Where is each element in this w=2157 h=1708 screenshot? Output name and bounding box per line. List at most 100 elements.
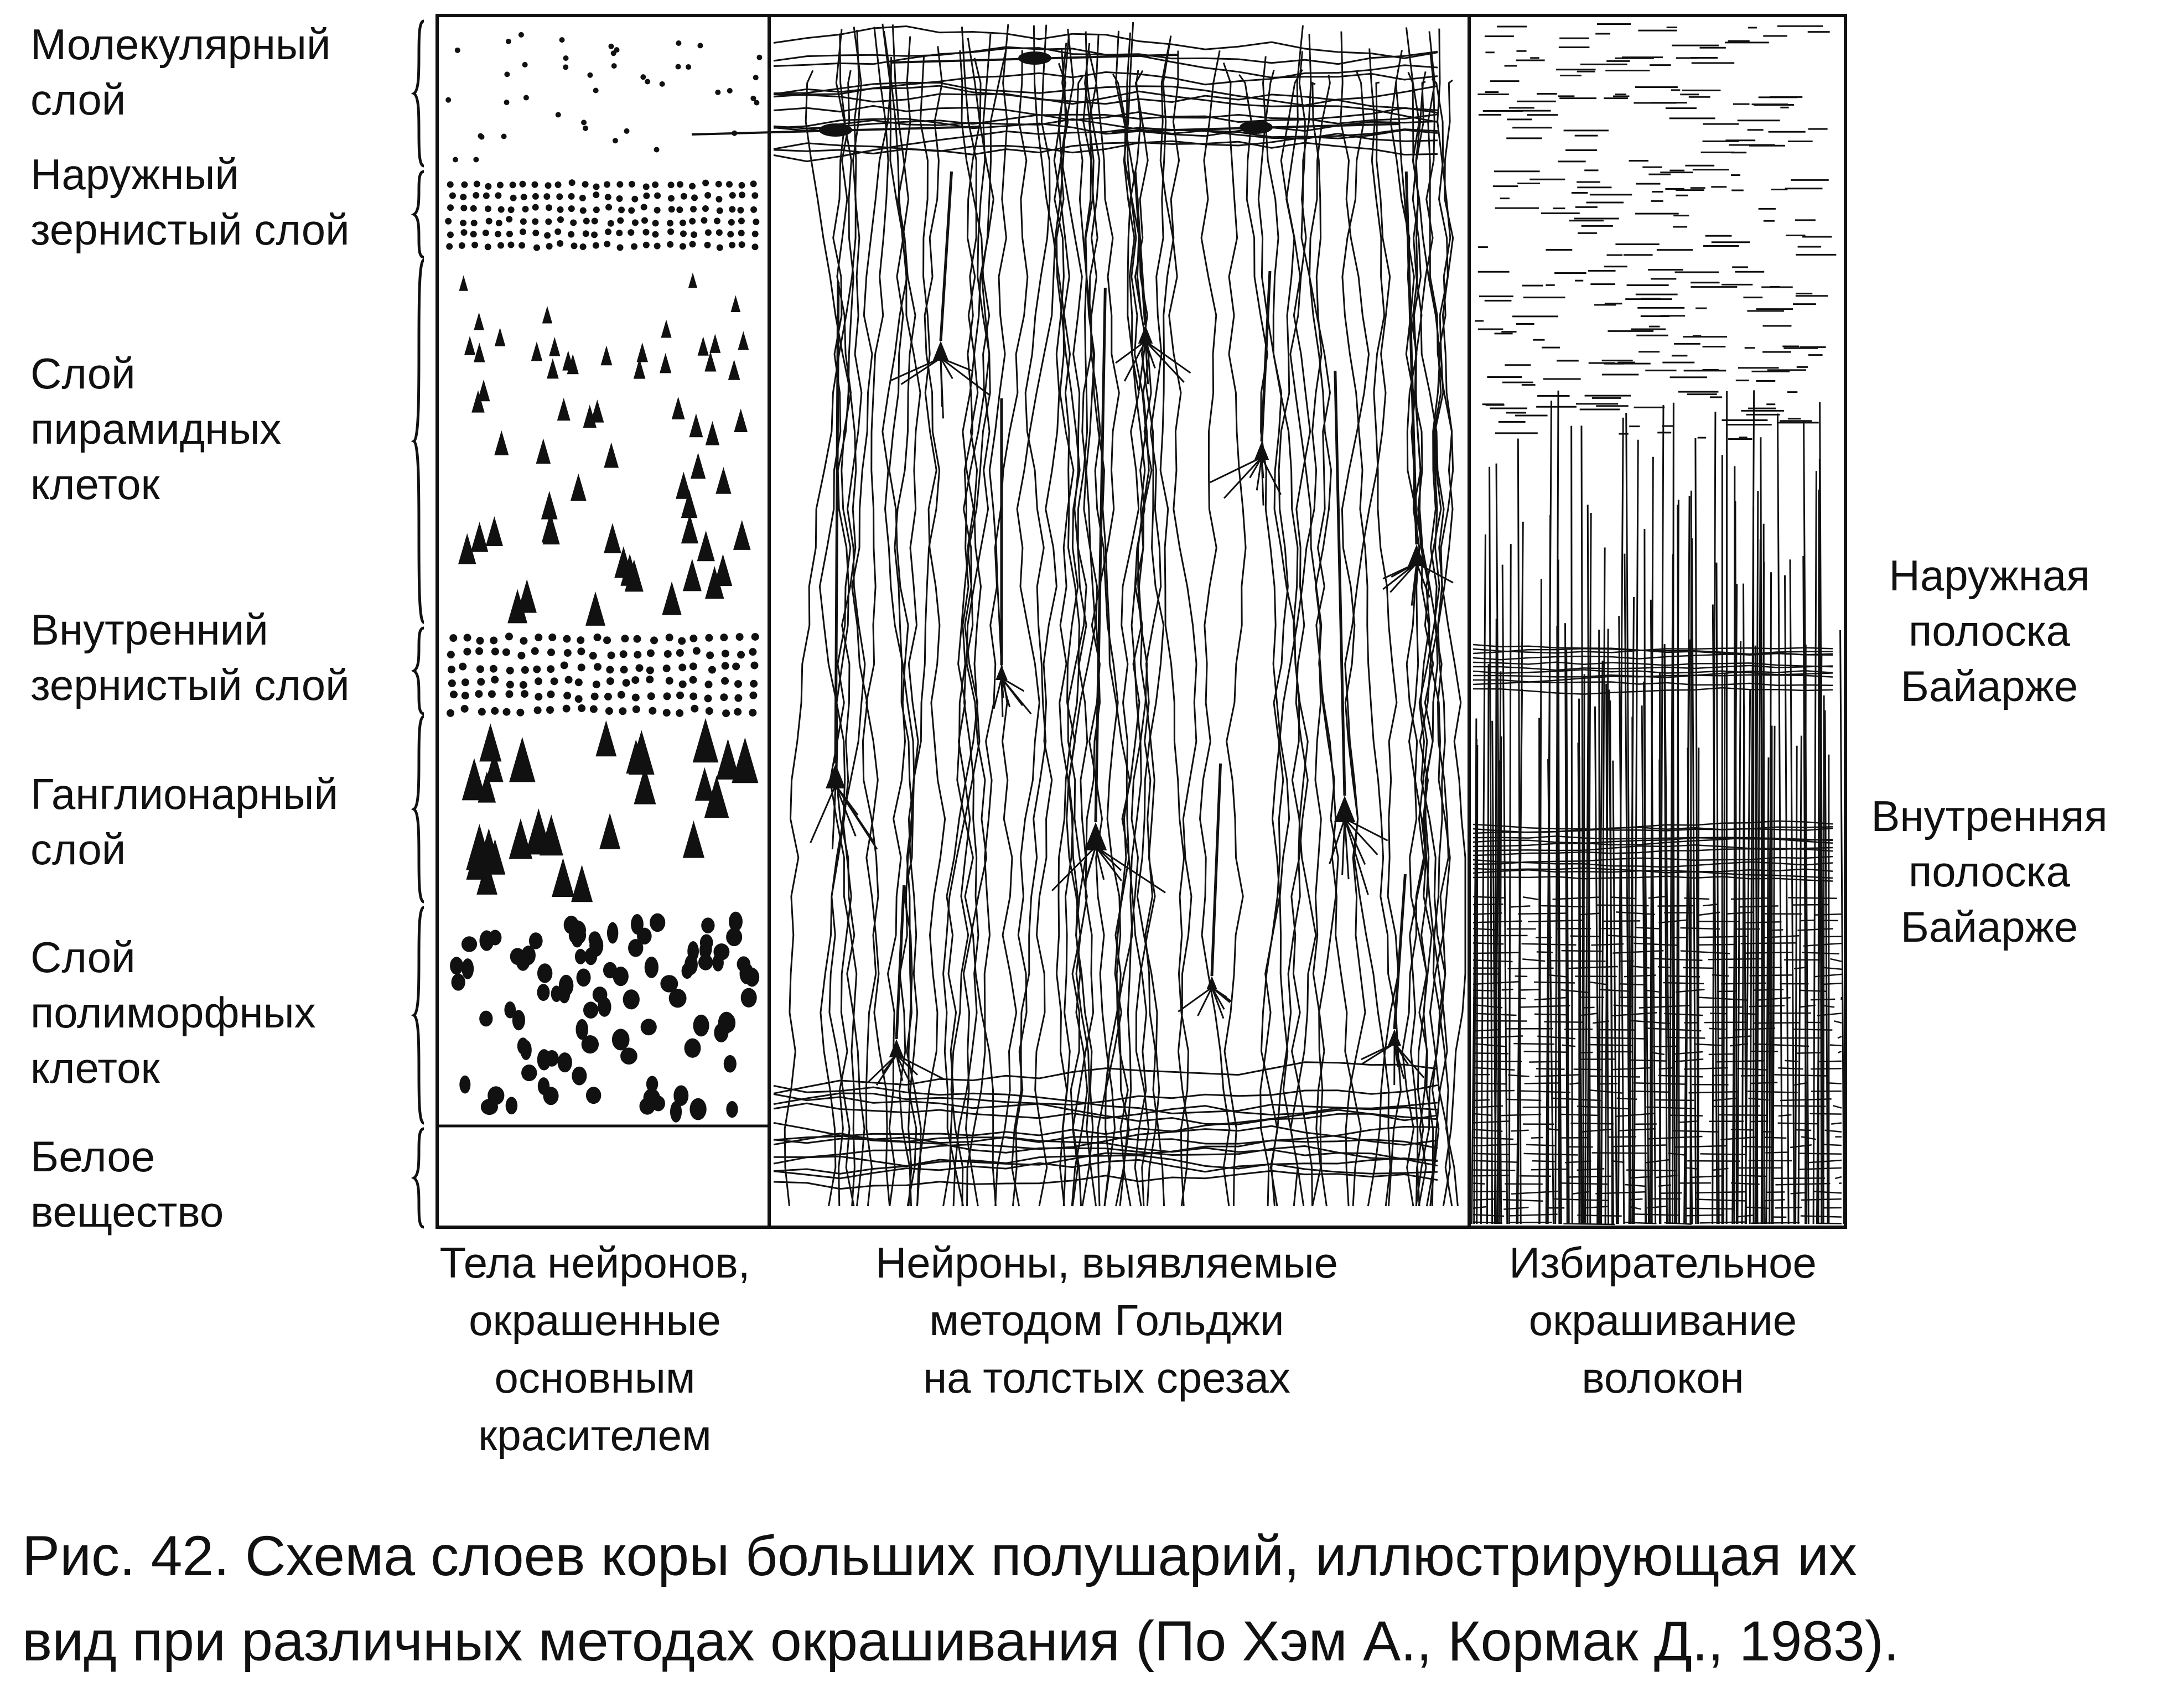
fiber-deep-network [1736, 1067, 1768, 1071]
fiber-deep-network [1472, 1129, 1503, 1132]
golgi-basal-dendrite [1411, 563, 1418, 606]
fiber-deep-network [1695, 1198, 1746, 1202]
nissl-pyramid [541, 491, 558, 520]
nissl-polymorphic-cell [568, 920, 586, 941]
fiber-deep-network [1507, 967, 1554, 969]
nissl-granule [663, 650, 672, 658]
nissl-pyramid [704, 351, 717, 372]
nissl-polymorphic-cell [488, 1086, 505, 1105]
golgi-fiber [1405, 27, 1451, 1207]
fiber-deep-network [1569, 1082, 1582, 1085]
nissl-polymorphic-cell [603, 962, 618, 979]
fiber-deep-network [1522, 958, 1546, 962]
fiber-deep-network [1807, 1159, 1842, 1164]
nissl-granule [574, 678, 583, 687]
fiber-deep-network [1632, 965, 1650, 969]
fiber-deep-network [1695, 1043, 1723, 1046]
nissl-polymorphic-cell [628, 939, 644, 957]
golgi-tangential-fiber [773, 1139, 1438, 1167]
nissl-granule [751, 230, 759, 237]
nissl-granule [554, 181, 562, 188]
layer-label-white-matter: Белое вещество [30, 1132, 224, 1236]
golgi-basal-dendrite [1256, 457, 1263, 491]
inner-baillarger-band [1472, 859, 1833, 868]
golgi-tangential-fiber [773, 1125, 1438, 1145]
nissl-granule [563, 635, 571, 643]
fiber-deep-network [1526, 1144, 1556, 1146]
nissl-granule [446, 243, 453, 250]
golgi-fiber [1159, 50, 1190, 1207]
nissl-granule [691, 194, 698, 201]
nissl-granule [677, 181, 684, 188]
fiber-deep-network [1698, 943, 1734, 946]
fiber-deep-network [1810, 998, 1835, 1001]
fiber-deep-network [1777, 1122, 1817, 1125]
fiber-deep-network [1800, 989, 1827, 992]
nissl-granule [692, 647, 701, 655]
golgi-fiber [950, 50, 1007, 1207]
golgi-fiber [1071, 31, 1101, 1207]
outer-baillarger-band [1472, 647, 1833, 656]
nissl-granule [715, 229, 723, 236]
nissl-polymorphic-cell [451, 973, 465, 991]
golgi-basal-dendrite [993, 678, 1003, 709]
golgi-basal-dendrite [1000, 677, 1011, 708]
fiber-deep-network [1717, 1060, 1765, 1063]
nissl-granule [618, 206, 625, 214]
fiber-deep-network [1840, 996, 1843, 1000]
fiber-deep-network [1472, 1042, 1507, 1047]
golgi-basal-dendrite [940, 357, 953, 380]
fiber-deep-network [1548, 1128, 1560, 1131]
nissl-pyramid [697, 530, 715, 562]
golgi-basal-dendrite [882, 1054, 898, 1074]
fiber-deep-network [1590, 1036, 1645, 1040]
nissl-polymorphic-cell [660, 975, 678, 993]
nissl-granule [470, 231, 477, 238]
nissl-large-pyramid [552, 858, 574, 897]
nissl-polymorphic-cell [557, 1052, 572, 1073]
fiber-deep-network [1472, 1143, 1519, 1147]
nissl-granule [617, 691, 625, 699]
nissl-granule [535, 634, 543, 642]
nissl-granule [519, 229, 526, 236]
nissl-granule [676, 691, 685, 699]
nissl-dot [478, 133, 484, 139]
fiber-deep-network [1581, 1128, 1612, 1133]
golgi-apical-dendrite [834, 282, 840, 764]
nissl-dot [715, 89, 721, 95]
nissl-polymorphic-cell [517, 1037, 529, 1055]
layer-bracket-polymorphic [411, 906, 425, 1125]
fiber-radial [1668, 554, 1674, 1224]
nissl-granule [720, 634, 728, 642]
nissl-pyramid [604, 523, 621, 553]
golgi-fiber [1401, 78, 1449, 1207]
nissl-large-pyramid [509, 818, 533, 859]
nissl-granule [532, 193, 539, 200]
inner-baillarger-band [1472, 847, 1833, 856]
fiber-radial [1742, 583, 1747, 1224]
nissl-polymorphic-cell [646, 1076, 658, 1093]
nissl-granule [628, 180, 635, 188]
nissl-dot [753, 75, 759, 81]
fiber-deep-network [1754, 1022, 1800, 1024]
nissl-granule [679, 219, 686, 226]
fiber-deep-network [1611, 1067, 1651, 1071]
nissl-granule [689, 662, 697, 671]
nissl-pyramid [470, 522, 489, 552]
nissl-granule [476, 665, 484, 673]
fiber-deep-network [1686, 1214, 1725, 1217]
fiber-deep-network [1534, 1074, 1580, 1077]
golgi-fiber [1222, 62, 1247, 1207]
golgi-fiber [1409, 79, 1454, 1207]
fiber-deep-network [1562, 1044, 1576, 1047]
golgi-basal-dendrite [834, 785, 857, 837]
fiber-deep-network [1688, 1091, 1739, 1094]
nissl-granule [604, 194, 611, 201]
fiber-deep-network [1748, 1097, 1769, 1101]
fiber-deep-network [1712, 1105, 1760, 1108]
fiber-deep-network [1753, 989, 1784, 991]
nissl-granule [704, 241, 711, 248]
nissl-dot [611, 63, 617, 69]
fiber-deep-network [1560, 989, 1588, 994]
nissl-granule [662, 664, 671, 673]
